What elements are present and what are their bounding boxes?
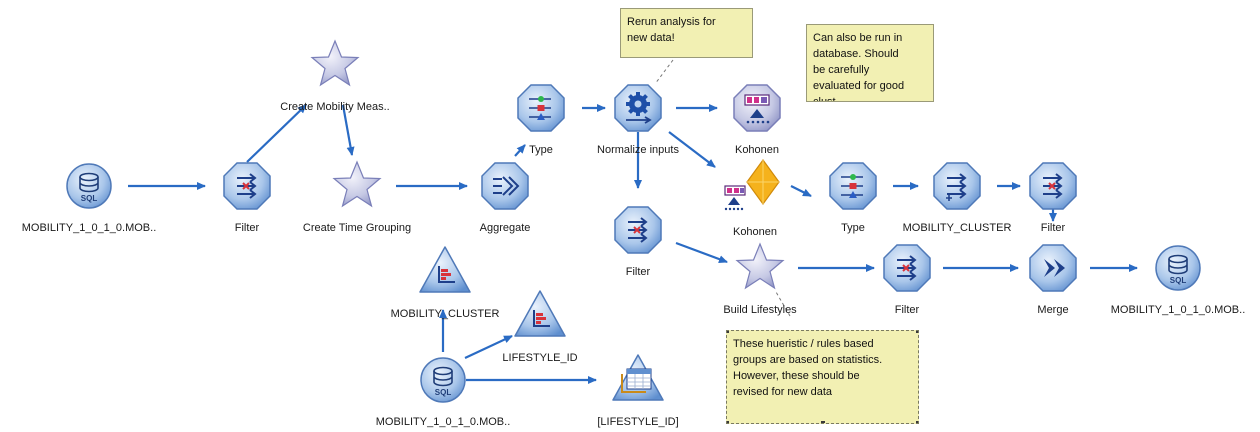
resize-handle[interactable]	[916, 331, 918, 333]
node-aggregate[interactable]: Aggregate	[480, 162, 530, 234]
node-normalize-inputs[interactable]: Normalize inputs	[597, 84, 679, 156]
node-label: Kohonen	[734, 144, 780, 156]
comment-text: Can also be run in database. Should be c…	[813, 32, 905, 102]
node-kohonen-model[interactable]: Kohonen	[733, 84, 781, 156]
node-label: MOBILITY_CLUSTER	[390, 308, 500, 320]
comment-in-database[interactable]: Can also be run in database. Should be c…	[806, 24, 934, 102]
node-sql-export-icon: SQL	[1155, 245, 1201, 291]
node-lifestyle-id-graph-icon	[514, 290, 566, 337]
node-label: LIFESTYLE_ID	[502, 352, 578, 364]
node-type[interactable]: Type	[517, 84, 565, 156]
node-aggregate-icon	[481, 162, 529, 210]
node-label: Type	[841, 222, 865, 234]
link	[514, 144, 526, 157]
comment-text: Rerun analysis for new data!	[627, 16, 716, 44]
node-build-lifestyles-icon	[735, 242, 785, 290]
node-sql-source-icon: SQL	[66, 163, 112, 209]
node-filter[interactable]: Filter	[614, 206, 662, 278]
node-label: Merge	[1037, 304, 1069, 316]
node-label: Normalize inputs	[597, 144, 679, 156]
node-lifestyle-id-table[interactable]: [LIFESTYLE_ID]	[597, 354, 679, 428]
node-merge[interactable]: Merge	[1029, 244, 1077, 316]
node-label: MOBILITY_1_0_1_0.MOB..	[1110, 304, 1246, 316]
node-create-mobility-measures[interactable]: Create Mobility Meas..	[280, 39, 390, 113]
node-label: Filter	[234, 222, 260, 234]
comment-heuristic-groups[interactable]: These hueristic / rules based groups are…	[726, 330, 919, 424]
node-label: MOBILITY_1_0_1_0.MOB..	[21, 222, 157, 234]
node-lifestyle-id-graph[interactable]: LIFESTYLE_ID	[502, 290, 578, 364]
node-sql-source[interactable]: SQL MOBILITY_1_0_1_0.MOB..	[22, 163, 156, 234]
node-filter[interactable]: Filter	[883, 244, 931, 316]
resize-handle[interactable]	[916, 421, 918, 423]
node-label: Type	[529, 144, 553, 156]
node-label: Filter	[1040, 222, 1066, 234]
comment-text: These hueristic / rules based groups are…	[733, 338, 883, 398]
link	[790, 185, 812, 197]
comment-rerun-analysis[interactable]: Rerun analysis for new data!	[620, 8, 753, 58]
node-label: MOBILITY_1_0_1_0.MOB..	[375, 416, 511, 428]
node-label: Filter	[625, 266, 651, 278]
link	[675, 241, 728, 264]
node-kohonen-nugget-icon	[724, 158, 780, 211]
link	[341, 104, 355, 156]
svg-text:SQL: SQL	[81, 194, 98, 203]
node-label: Create Mobility Meas..	[280, 101, 390, 113]
comment-connector	[654, 59, 674, 85]
node-mobility-cluster-graph-icon	[419, 246, 471, 293]
node-filter-icon	[223, 162, 271, 210]
svg-text:SQL: SQL	[1170, 276, 1187, 285]
comment-connector	[775, 291, 791, 317]
svg-text:SQL: SQL	[435, 388, 452, 397]
resize-handle[interactable]	[821, 421, 825, 423]
node-create-time-grouping-icon	[332, 160, 382, 208]
node-filter-icon	[614, 206, 662, 254]
node-merge-icon	[1029, 244, 1077, 292]
node-label: Kohonen	[732, 226, 778, 238]
node-label: Build Lifestyles	[723, 304, 797, 316]
node-filter-icon	[883, 244, 931, 292]
node-label: Aggregate	[479, 222, 531, 234]
node-kohonen-model-icon	[733, 84, 781, 132]
resize-handle[interactable]	[727, 331, 729, 333]
node-sql-export[interactable]: SQL MOBILITY_1_0_1_0.MOB..	[1111, 245, 1245, 316]
node-type-icon	[829, 162, 877, 210]
node-filter[interactable]: Filter	[223, 162, 271, 234]
link	[464, 335, 513, 359]
node-sql-source[interactable]: SQL MOBILITY_1_0_1_0.MOB..	[376, 357, 510, 428]
node-mobility-cluster-filler[interactable]: MOBILITY_CLUSTER	[903, 162, 1011, 234]
node-build-lifestyles[interactable]: Build Lifestyles	[723, 242, 797, 316]
node-create-mobility-measures-icon	[310, 39, 360, 87]
node-mobility-cluster-graph[interactable]: MOBILITY_CLUSTER	[391, 246, 499, 320]
node-create-time-grouping[interactable]: Create Time Grouping	[303, 160, 411, 234]
node-sql-source-icon: SQL	[420, 357, 466, 403]
resize-handle[interactable]	[727, 421, 729, 423]
node-label: Create Time Grouping	[302, 222, 412, 234]
node-mobility-cluster-filler-icon	[933, 162, 981, 210]
node-type[interactable]: Type	[829, 162, 877, 234]
node-filter[interactable]: Filter	[1029, 162, 1077, 234]
node-lifestyle-id-table-icon	[612, 354, 664, 401]
node-normalize-inputs-icon	[614, 84, 662, 132]
link	[246, 104, 307, 163]
node-type-icon	[517, 84, 565, 132]
node-filter-icon	[1029, 162, 1077, 210]
node-label: MOBILITY_CLUSTER	[902, 222, 1012, 234]
node-kohonen-nugget[interactable]: Kohonen	[724, 158, 780, 238]
node-label: Filter	[894, 304, 920, 316]
node-label: [LIFESTYLE_ID]	[597, 416, 679, 428]
link	[668, 131, 716, 168]
